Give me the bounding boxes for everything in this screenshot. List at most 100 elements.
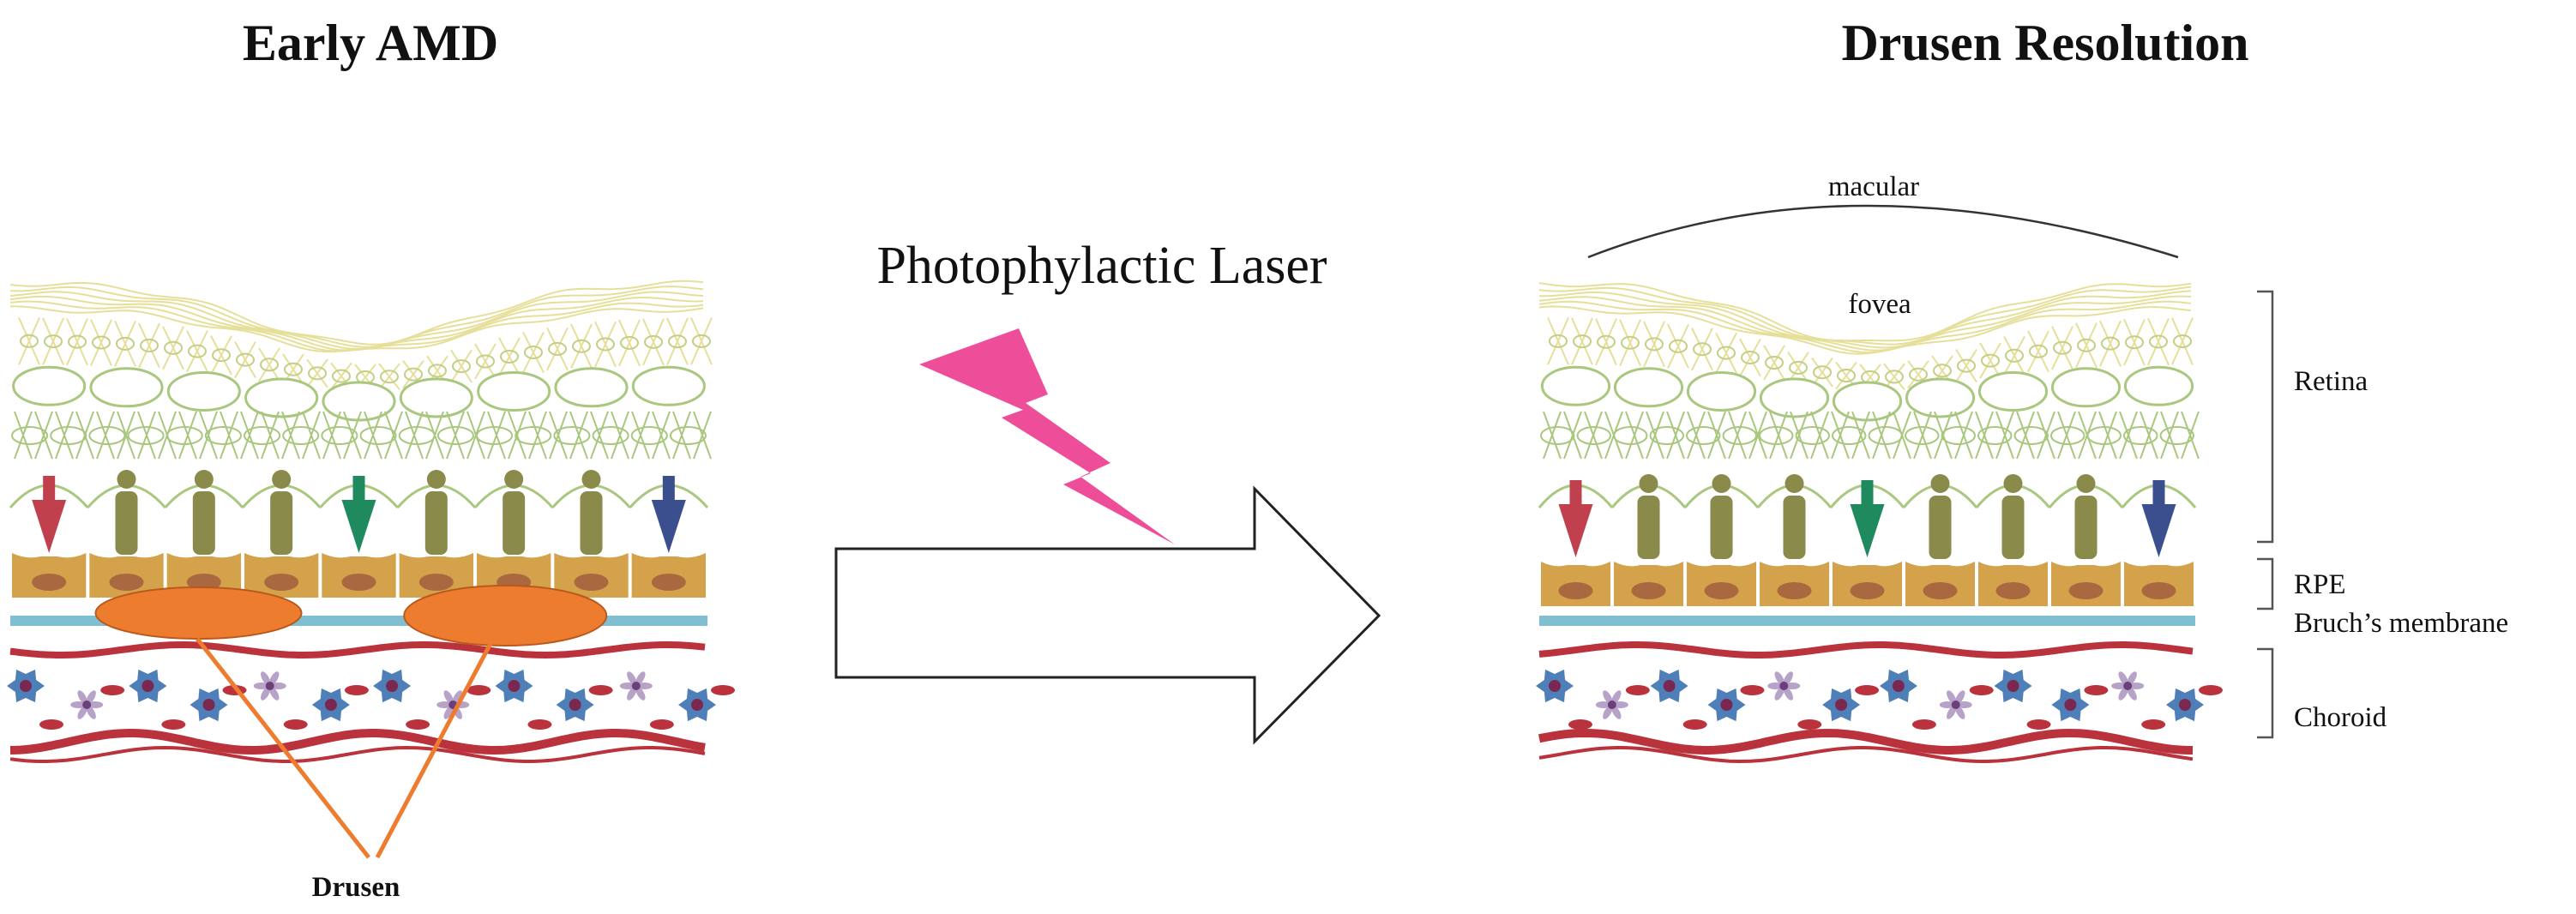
- red-blood-cell: [283, 719, 308, 730]
- retina-net-fiber: [690, 317, 713, 365]
- retina-cell: [452, 359, 471, 374]
- choroid-petal: [2128, 682, 2145, 689]
- retina-cell: [1789, 360, 1808, 375]
- rpe-nucleus: [32, 574, 67, 591]
- retina-net-fiber: [42, 317, 64, 365]
- retina-cell: [1933, 364, 1952, 378]
- macular-label: macular: [1828, 171, 1919, 202]
- retina-net-fiber: [281, 411, 300, 460]
- retina-cell: [166, 426, 203, 445]
- retina-net-fiber: [1913, 411, 1932, 460]
- bipolar-cell: [631, 365, 706, 406]
- rpe-nucleus: [186, 574, 221, 591]
- rpe-nucleus: [1850, 582, 1885, 599]
- choroid-cell-core: [324, 699, 337, 711]
- retina-net-fiber: [378, 363, 400, 391]
- choroid-petal: [1955, 690, 1965, 705]
- retina-cell: [524, 346, 543, 360]
- choroid-cell-core: [1663, 680, 1676, 692]
- retina-net-fiber: [75, 411, 94, 460]
- retina-net-fiber: [2027, 330, 2049, 373]
- rod-head: [1639, 474, 1658, 493]
- retina-cell: [476, 354, 495, 369]
- choroid-layer: [1536, 641, 2223, 764]
- choroid-petal: [261, 671, 271, 686]
- retina-cell: [260, 358, 279, 372]
- choroid-petal: [443, 705, 454, 719]
- choroid-petal: [443, 690, 454, 705]
- choroid-petal: [1785, 682, 1801, 689]
- retina-cell: [127, 426, 165, 445]
- red-blood-cell: [39, 719, 63, 730]
- choroid-petal: [269, 686, 280, 701]
- retina-net-fiber: [178, 411, 197, 460]
- retina-net-fiber: [117, 411, 135, 460]
- rpe-nucleus: [2068, 582, 2104, 599]
- retina-cell: [68, 334, 87, 349]
- retina-net-fiber: [234, 341, 256, 379]
- retina-cell: [2013, 426, 2049, 445]
- choroid-petal: [1955, 705, 1965, 719]
- choroid-petal: [2111, 682, 2128, 689]
- retina-fiber-strand: [1539, 290, 2192, 349]
- retina-net-fiber: [450, 349, 472, 383]
- retina-net-fiber: [137, 411, 156, 460]
- bipolar-cell: [2123, 365, 2194, 406]
- red-blood-cell: [1911, 719, 1936, 730]
- retina-net-fiber: [693, 411, 712, 460]
- red-blood-cell: [2026, 719, 2051, 730]
- retina-net-fiber: [1831, 411, 1850, 460]
- retina-cell: [500, 349, 519, 364]
- bipolar-cell: [399, 377, 473, 418]
- rod-cell: [2001, 496, 2025, 559]
- retina-cell: [1576, 426, 1611, 445]
- choroid-cell-core: [141, 680, 154, 692]
- retina-net-fiber: [1584, 411, 1603, 460]
- retina-net-fiber: [364, 411, 382, 460]
- bipolar-cell: [1759, 377, 1830, 418]
- choroid-vessel: [9, 729, 706, 755]
- retina-cell: [44, 334, 63, 349]
- rpe-nucleus: [1777, 582, 1812, 599]
- retina-net-fiber: [1728, 411, 1747, 460]
- rod-head: [581, 470, 601, 489]
- retina-net-fiber: [2123, 318, 2146, 366]
- retina-cell: [2086, 426, 2122, 445]
- choroid-cell-core: [1607, 701, 1616, 709]
- retina-net-fiber: [570, 323, 593, 369]
- retina-net-fiber: [666, 317, 689, 365]
- retina-net-fiber: [96, 411, 115, 460]
- title-early-amd: Early AMD: [243, 15, 498, 71]
- retina-net-fiber: [1595, 318, 1617, 366]
- retina-cell: [572, 339, 591, 353]
- retina-net-fiber: [2160, 411, 2179, 460]
- retina-cell: [2050, 426, 2085, 445]
- retina-cell: [668, 334, 687, 349]
- retina-net-fiber: [466, 411, 485, 460]
- choroid-petal: [1611, 705, 1622, 719]
- red-blood-cell: [2141, 719, 2166, 730]
- retina-cell: [1613, 426, 1648, 445]
- retina-net-fiber: [2003, 335, 2025, 376]
- label-rpe: RPE: [2294, 569, 2346, 600]
- retina-cell: [380, 370, 399, 384]
- retina-net-fiber: [240, 411, 259, 460]
- choroid-cell-core: [1549, 680, 1561, 692]
- rod-head: [1712, 474, 1731, 493]
- retina-cell: [1868, 426, 1903, 445]
- choroid-cell-core: [1835, 699, 1848, 711]
- bipolar-cell: [322, 381, 396, 422]
- choroid-petal: [253, 682, 269, 689]
- retina-net-fiber: [384, 411, 403, 460]
- retina-cell: [50, 426, 87, 445]
- retina-net-fiber: [1625, 411, 1644, 460]
- retina-net-fiber: [528, 411, 547, 460]
- retina-net-fiber: [18, 317, 40, 365]
- retina-net-fiber: [2016, 411, 2035, 460]
- retina-net-fiber: [14, 411, 33, 460]
- choroid-cell-core: [691, 699, 703, 711]
- retina-net-fiber: [2051, 326, 2073, 370]
- right-arrow-icon: [834, 485, 1381, 745]
- cone-stem: [1569, 480, 1582, 504]
- retina-net-fiber: [306, 358, 328, 388]
